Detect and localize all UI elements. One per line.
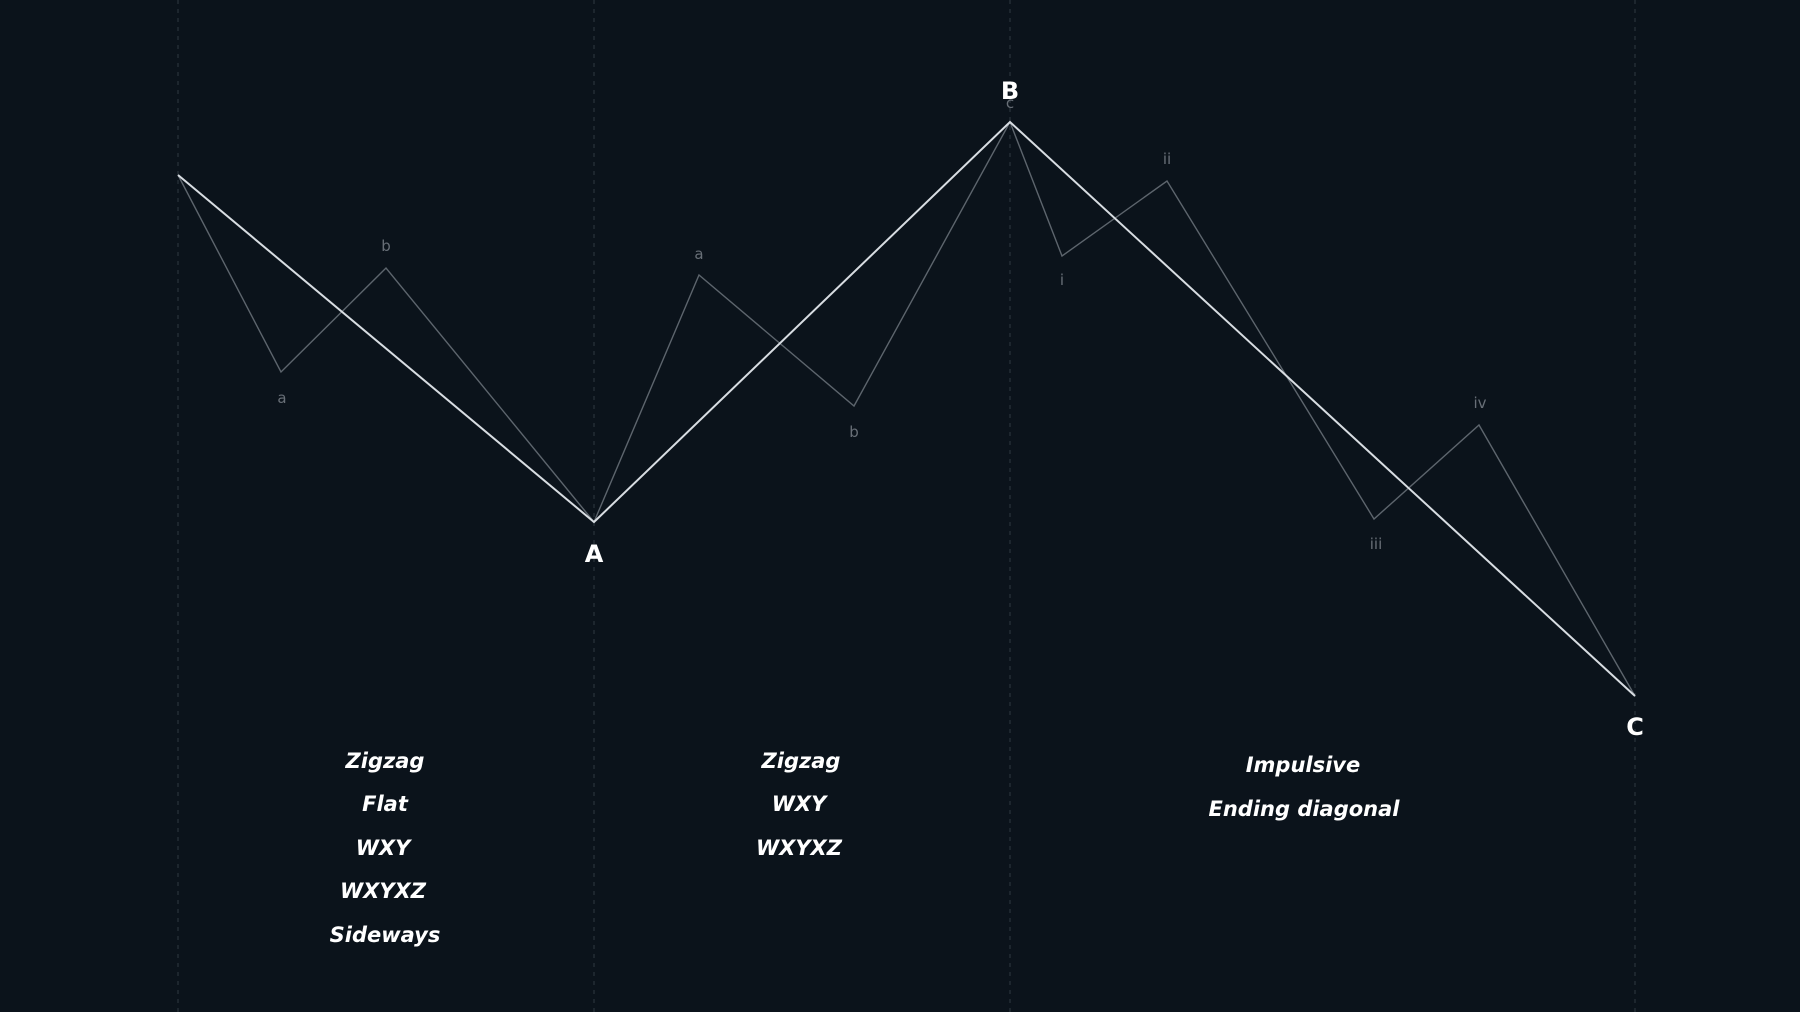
guide-lines <box>177 0 1636 1012</box>
pattern-item: WXYXZ <box>756 836 843 860</box>
pattern-item: Zigzag <box>345 749 425 773</box>
sub-wave-paths <box>177 121 1636 697</box>
pattern-list-a: Zigzag Flat WXY WXYXZ Sideways <box>330 749 441 947</box>
sub-label-b-c: c <box>1006 94 1014 112</box>
main-wave-path <box>177 120 1636 697</box>
pattern-item: Ending diagonal <box>1209 797 1401 821</box>
pattern-list-c: Impulsive Ending diagonal <box>1209 753 1401 821</box>
sub-label-a-a: a <box>277 389 286 407</box>
main-label-a: A <box>585 540 604 568</box>
sub-label-c-iv: iv <box>1473 394 1486 412</box>
sub-label-c-i: i <box>1060 271 1064 289</box>
pattern-item: Flat <box>362 792 409 816</box>
main-label-c: C <box>1626 713 1644 741</box>
pattern-item: Impulsive <box>1246 753 1361 777</box>
sub-wave-path-b <box>593 121 1011 523</box>
pattern-item: WXY <box>356 836 412 860</box>
pattern-item: Sideways <box>330 923 441 947</box>
sub-label-b-b: b <box>849 423 859 441</box>
sub-label-a-b: b <box>381 237 391 255</box>
sub-label-c-ii: ii <box>1163 150 1171 168</box>
sub-wave-path-c <box>1009 121 1636 697</box>
sub-label-c-iii: iii <box>1370 535 1383 553</box>
main-label-b: B <box>1001 77 1019 105</box>
sub-wave-labels: a b a b c i ii iii iv <box>277 94 1486 553</box>
sub-wave-path-a <box>177 174 595 523</box>
pattern-list-b: Zigzag WXY WXYXZ <box>756 749 843 860</box>
pattern-item: Zigzag <box>761 749 841 773</box>
sub-label-b-a: a <box>694 245 703 263</box>
main-wave-labels: A B C <box>585 77 1644 741</box>
pattern-item: WXY <box>772 792 828 816</box>
pattern-item: WXYXZ <box>340 879 427 903</box>
